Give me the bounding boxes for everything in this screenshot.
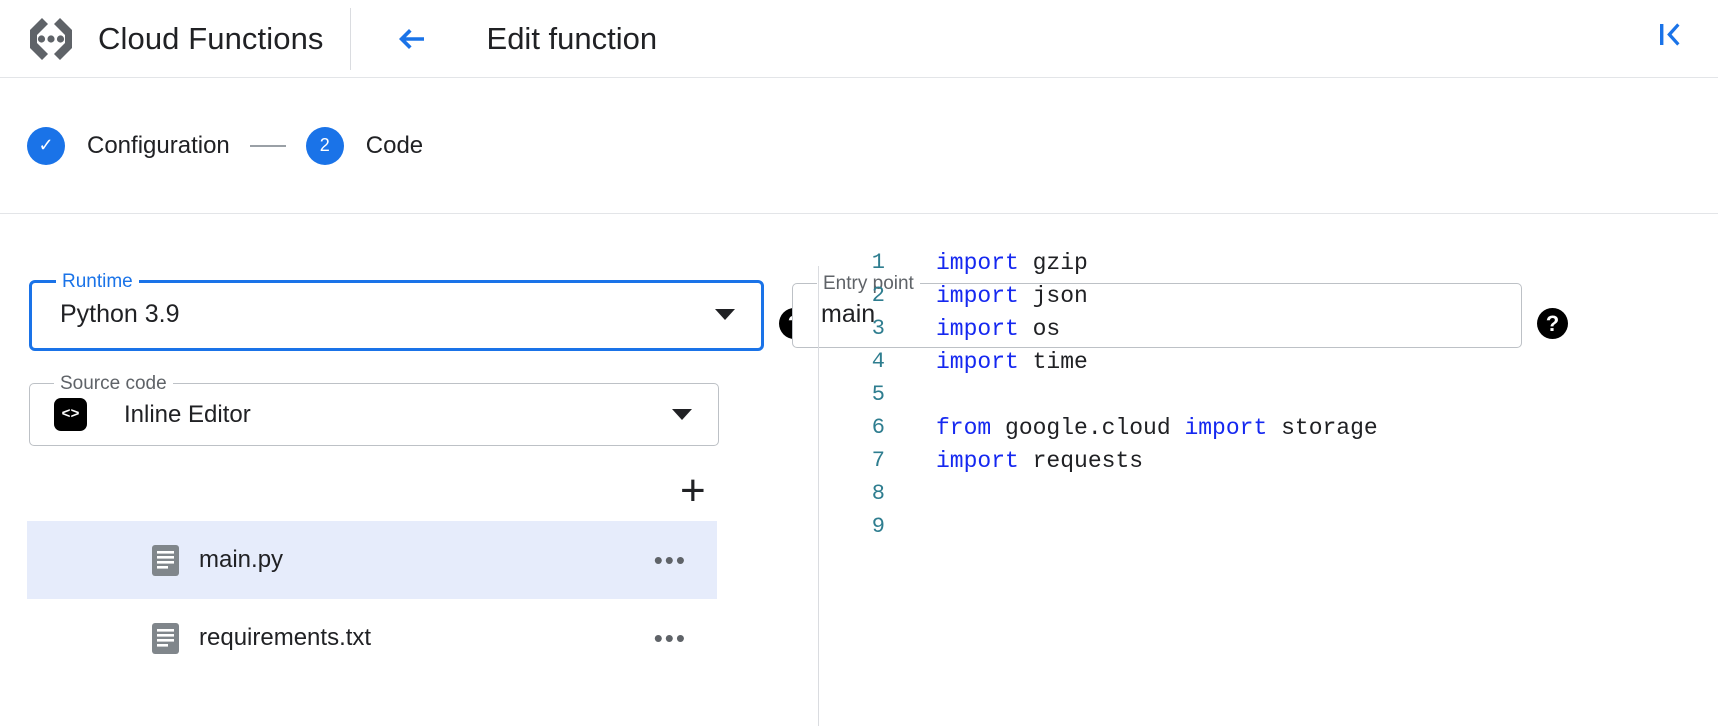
code-token: gzip bbox=[1018, 249, 1088, 276]
code-line-text: import json bbox=[936, 283, 1088, 309]
brand-title: Cloud Functions bbox=[98, 20, 324, 56]
source-code-value: Inline Editor bbox=[124, 400, 251, 428]
step-code[interactable]: 2 Code bbox=[305, 126, 424, 165]
code-line-text: from google.cloud import storage bbox=[936, 415, 1378, 441]
code-keyword: import bbox=[936, 315, 1019, 342]
code-keyword: from bbox=[936, 414, 992, 441]
file-list-item-requirements-txt[interactable]: requirements.txt ••• bbox=[27, 599, 717, 677]
code-token: requests bbox=[1018, 447, 1144, 474]
chevron-down-icon[interactable] bbox=[672, 409, 692, 421]
chevron-down-icon[interactable] bbox=[715, 308, 735, 320]
file-name: main.py bbox=[199, 546, 284, 573]
line-number: 4 bbox=[871, 349, 885, 374]
file-list-item-main-py[interactable]: main.py ••• bbox=[27, 521, 717, 599]
step-configuration[interactable]: ✓ Configuration bbox=[27, 126, 230, 165]
code-token: os bbox=[1018, 315, 1061, 342]
entry-point-row[interactable]: main bbox=[805, 299, 1509, 337]
file-overflow-menu-icon[interactable]: ••• bbox=[653, 545, 687, 575]
code-line[interactable]: 6 from google.cloud import storage bbox=[830, 411, 1680, 444]
code-line[interactable]: 7 import requests bbox=[830, 444, 1680, 477]
entry-point-input[interactable]: Entry point main bbox=[792, 274, 1522, 348]
code-line[interactable]: 2 import json bbox=[830, 279, 1680, 312]
code-keyword: import bbox=[936, 249, 1019, 276]
panel-divider bbox=[818, 266, 819, 726]
runtime-select[interactable]: Runtime Python 3.9 bbox=[29, 272, 764, 351]
line-number: 6 bbox=[871, 415, 885, 440]
app-header: Cloud Functions Edit function bbox=[0, 0, 1718, 78]
code-keyword: import bbox=[1184, 414, 1268, 441]
main-content: Runtime Python 3.9 ? Entry point main ? … bbox=[0, 214, 1718, 726]
code-line-text: import gzip bbox=[936, 250, 1088, 276]
line-number: 9 bbox=[871, 514, 885, 539]
code-line[interactable]: 8 bbox=[830, 477, 1680, 510]
code-line[interactable]: 3 import os bbox=[830, 312, 1680, 345]
code-token: json bbox=[1018, 282, 1088, 309]
code-line[interactable]: 4 import time bbox=[830, 345, 1680, 378]
code-token: time bbox=[1018, 348, 1088, 375]
line-number: 8 bbox=[871, 481, 885, 506]
entry-point-help-icon[interactable]: ? bbox=[1537, 308, 1568, 339]
file-list: main.py ••• requirements.txt ••• bbox=[27, 521, 717, 677]
source-code-select[interactable]: Source code <> Inline Editor bbox=[29, 374, 719, 446]
code-token: google.cloud bbox=[991, 414, 1185, 441]
runtime-value: Python 3.9 bbox=[60, 299, 180, 328]
brand-block[interactable]: Cloud Functions bbox=[0, 0, 350, 78]
cloud-functions-logo-icon bbox=[22, 10, 80, 68]
code-keyword: import bbox=[936, 348, 1019, 375]
file-document-icon bbox=[152, 544, 179, 576]
header-divider bbox=[349, 7, 351, 70]
runtime-label: Runtime bbox=[62, 271, 133, 292]
entry-point-value: main bbox=[821, 300, 876, 329]
code-brackets-icon: <> bbox=[54, 398, 87, 432]
code-keyword: import bbox=[936, 447, 1019, 474]
file-name: requirements.txt bbox=[199, 624, 372, 651]
code-line[interactable]: 5 bbox=[830, 378, 1680, 411]
file-overflow-menu-icon[interactable]: ••• bbox=[653, 623, 687, 653]
step-configuration-marker: ✓ bbox=[27, 126, 65, 165]
step-code-marker: 2 bbox=[305, 126, 344, 165]
source-code-row[interactable]: <> Inline Editor bbox=[42, 398, 706, 435]
wizard-stepper: ✓ Configuration 2 Code bbox=[0, 78, 1718, 214]
line-number: 5 bbox=[871, 382, 885, 407]
step-code-label: Code bbox=[365, 131, 424, 159]
collapse-panel-icon[interactable] bbox=[1652, 16, 1688, 52]
add-file-icon[interactable]: + bbox=[680, 466, 706, 515]
code-line-text: import time bbox=[936, 349, 1088, 375]
code-line-text: import os bbox=[936, 316, 1060, 342]
line-number: 2 bbox=[871, 283, 885, 308]
code-token: storage bbox=[1267, 414, 1378, 441]
code-line-text: import requests bbox=[936, 448, 1143, 474]
stepper-separator bbox=[249, 144, 286, 147]
code-keyword: import bbox=[936, 282, 1019, 309]
file-document-icon bbox=[152, 622, 179, 654]
page-title: Edit function bbox=[486, 20, 658, 56]
code-line[interactable]: 9 bbox=[830, 510, 1680, 543]
entry-point-label: Entry point bbox=[823, 273, 914, 294]
line-number: 1 bbox=[871, 250, 885, 275]
back-arrow-icon[interactable] bbox=[394, 22, 428, 56]
runtime-row[interactable]: Python 3.9 bbox=[44, 297, 749, 338]
line-number: 7 bbox=[871, 448, 885, 473]
step-configuration-label: Configuration bbox=[87, 131, 230, 159]
code-editor[interactable]: 1 import gzip 2 import json 3 import os 4 impor… bbox=[830, 246, 1680, 543]
line-number: 3 bbox=[871, 316, 885, 341]
code-line[interactable]: 1 import gzip bbox=[830, 246, 1680, 279]
source-code-label: Source code bbox=[60, 373, 167, 394]
